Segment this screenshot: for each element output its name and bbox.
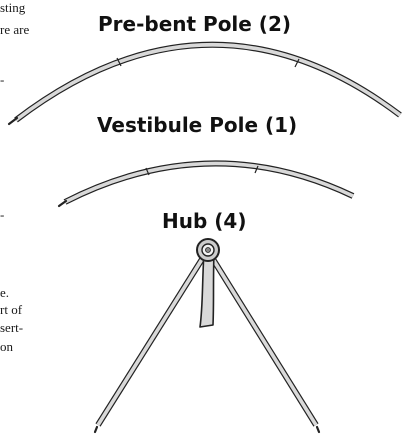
- text-fragment: rt of: [0, 302, 23, 317]
- text-fragment: sting: [0, 0, 26, 15]
- text-fragment: re are: [0, 22, 30, 37]
- vestibule-pole-illustration: [57, 160, 355, 208]
- prebent-pole-heading: Pre-bent Pole (2): [98, 12, 292, 36]
- vestibule-pole-heading: Vestibule Pole (1): [97, 113, 298, 137]
- hub-heading: Hub (4): [162, 209, 247, 233]
- text-fragment: on: [0, 339, 13, 354]
- text-fragment: e.: [0, 285, 10, 300]
- text-fragment: -: [0, 72, 5, 87]
- text-fragment: sert-: [0, 320, 24, 335]
- prebent-pole-illustration: [7, 41, 402, 126]
- hub-illustration: [93, 238, 321, 434]
- text-fragment: -: [0, 207, 5, 222]
